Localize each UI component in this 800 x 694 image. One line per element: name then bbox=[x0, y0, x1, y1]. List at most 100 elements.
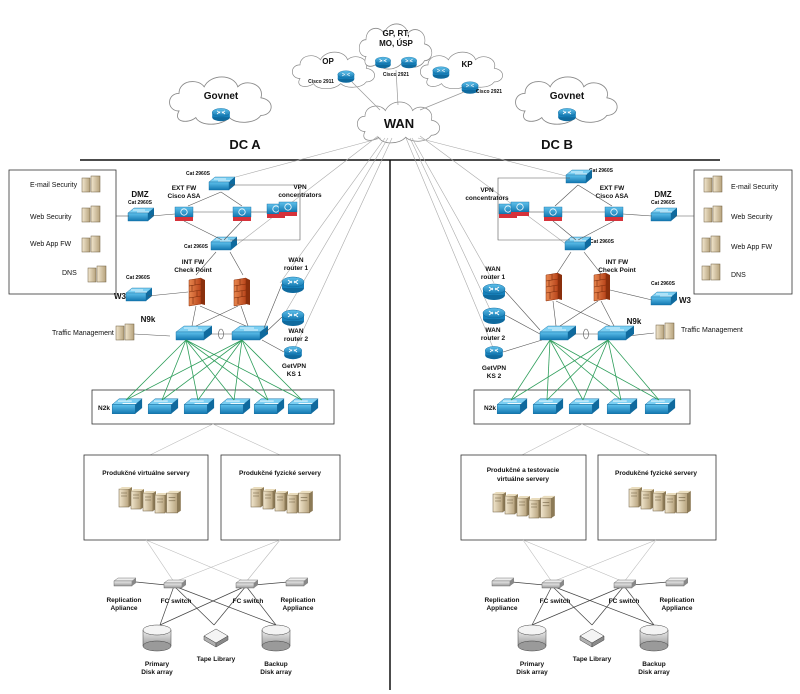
switch-icon bbox=[287, 398, 319, 415]
dc-a-repl-l2: Apliance bbox=[110, 605, 137, 612]
nexus-switch-icon bbox=[231, 325, 269, 341]
dc-b-n9k: N9k bbox=[627, 317, 642, 326]
dc-b-govnet-cloud: Govnet bbox=[515, 76, 618, 125]
disk-array-icon bbox=[261, 624, 291, 652]
wan-site-links bbox=[351, 69, 465, 111]
dc-a-backup: Backup bbox=[264, 661, 288, 668]
dc-a-tape: Tape Library bbox=[197, 656, 236, 663]
dc-a-dmz-switch: Cat 2960S bbox=[128, 200, 153, 206]
wan-dc-links bbox=[229, 135, 575, 351]
dc-b-getvpn: GetVPN bbox=[482, 365, 507, 372]
dc-b-w3: W3 bbox=[679, 296, 692, 305]
dc-b-repl-r: Replication bbox=[659, 597, 694, 604]
server-icon bbox=[516, 495, 531, 517]
switch-icon bbox=[564, 236, 592, 251]
router-icon bbox=[432, 66, 450, 80]
router-icon bbox=[484, 345, 504, 360]
dc-a-wan-r1b: router 1 bbox=[284, 265, 309, 272]
dc-a-getvpn2: KS 1 bbox=[287, 371, 302, 378]
dc-a-repl-r2: Appliance bbox=[282, 605, 313, 612]
dc-b-cat-top: Cat 2960S bbox=[589, 168, 614, 174]
server-icon bbox=[664, 492, 679, 514]
dc-a-w3-switch: Cat 2960S bbox=[126, 275, 151, 281]
dc-b-fc1: FC switch bbox=[540, 598, 571, 605]
server-icon bbox=[652, 490, 667, 512]
server-icon bbox=[492, 491, 507, 513]
dc-a-svc-email: E-mail Security bbox=[30, 182, 78, 189]
wan-cloud: WAN bbox=[356, 101, 440, 144]
fc-switch-icon bbox=[235, 579, 259, 589]
dc-b-ext-fw2: Cisco ASA bbox=[596, 193, 629, 200]
dc-a-wan-r2b: router 2 bbox=[284, 336, 309, 343]
vpn-concentrator-icon bbox=[510, 201, 530, 217]
dc-b-cat-mid: Cat 2960S bbox=[590, 239, 615, 245]
server-icon bbox=[655, 322, 675, 340]
dc-a-int-fw: INT FW bbox=[182, 259, 205, 266]
dc-a-getvpn: GetVPN bbox=[282, 363, 307, 370]
server-icon bbox=[262, 488, 277, 510]
server-icon bbox=[130, 488, 145, 510]
switch-icon bbox=[253, 398, 285, 415]
asa-icon bbox=[543, 206, 563, 222]
dc-a-int-fw2: Check Point bbox=[174, 267, 212, 274]
site-kp-label: KP bbox=[461, 60, 473, 69]
disk-array-icon bbox=[639, 624, 669, 652]
dc-b-n2k: N2k bbox=[484, 405, 496, 412]
tape-library-icon bbox=[203, 628, 229, 648]
dc-b-repl-r2: Appliance bbox=[661, 605, 692, 612]
tape-library-icon bbox=[579, 628, 605, 648]
dc-b-svc-waf: Web App FW bbox=[731, 244, 773, 251]
dc-b-repl-l2: Appliance bbox=[486, 605, 517, 612]
switch-icon bbox=[565, 169, 593, 184]
switch-icon bbox=[208, 176, 236, 191]
dc-b-virt2: virtuálne servery bbox=[497, 476, 549, 483]
server-icon bbox=[539, 495, 556, 519]
dc-b-vpn: VPN bbox=[480, 187, 494, 194]
server-icon bbox=[703, 205, 723, 223]
server-icon bbox=[628, 486, 643, 508]
dc-a-svc-dns: DNS bbox=[62, 270, 77, 277]
switch-icon bbox=[111, 398, 143, 415]
firewall-icon bbox=[545, 272, 563, 302]
dc-b-fc2: FC switch bbox=[609, 598, 640, 605]
dc-a-cat-top: Cat 2960S bbox=[186, 171, 211, 177]
router-icon bbox=[281, 276, 305, 294]
router-icon bbox=[211, 108, 231, 122]
dc-b-w3-switch: Cat 2960S bbox=[651, 281, 676, 287]
dc-b-ext-fw: EXT FW bbox=[600, 185, 625, 192]
server-icon bbox=[250, 486, 265, 508]
server-icon bbox=[675, 490, 692, 514]
dc-a-fc2: FC switch bbox=[233, 598, 264, 605]
firewall-icon bbox=[188, 277, 206, 307]
asa-icon bbox=[174, 206, 194, 222]
server-icon bbox=[154, 492, 169, 514]
switch-icon bbox=[568, 398, 600, 415]
replication-appliance-icon bbox=[113, 577, 137, 587]
server-icon bbox=[504, 493, 519, 515]
dc-a-cat-mid: Cat 2960S bbox=[184, 244, 209, 250]
disk-array-icon bbox=[142, 624, 172, 652]
dc-b-int-fw2: Check Point bbox=[598, 267, 636, 274]
server-icon bbox=[165, 490, 182, 514]
dc-b-svc-dns: DNS bbox=[731, 272, 746, 279]
site-kp-router: Cisco 2921 bbox=[476, 89, 502, 95]
fc-switch-icon bbox=[163, 579, 187, 589]
dc-a-fabric-links bbox=[125, 339, 303, 401]
router-icon bbox=[400, 56, 418, 69]
switch-icon bbox=[210, 236, 238, 251]
dc-b-title: DC B bbox=[541, 137, 573, 152]
dc-b-repl-l: Replication bbox=[484, 597, 519, 604]
switch-icon bbox=[219, 398, 251, 415]
wan-label: WAN bbox=[384, 116, 414, 131]
server-icon bbox=[286, 492, 301, 514]
firewall-icon bbox=[233, 277, 251, 307]
switch-icon bbox=[644, 398, 676, 415]
router-icon bbox=[374, 56, 392, 69]
dc-b-vpn2: concentrators bbox=[465, 195, 509, 202]
dc-a-govnet-label: Govnet bbox=[204, 91, 239, 102]
asa-icon bbox=[604, 206, 624, 222]
router-icon bbox=[482, 283, 506, 301]
server-icon bbox=[701, 263, 721, 281]
replication-appliance-icon bbox=[491, 577, 515, 587]
dc-a-fc1: FC switch bbox=[161, 598, 192, 605]
